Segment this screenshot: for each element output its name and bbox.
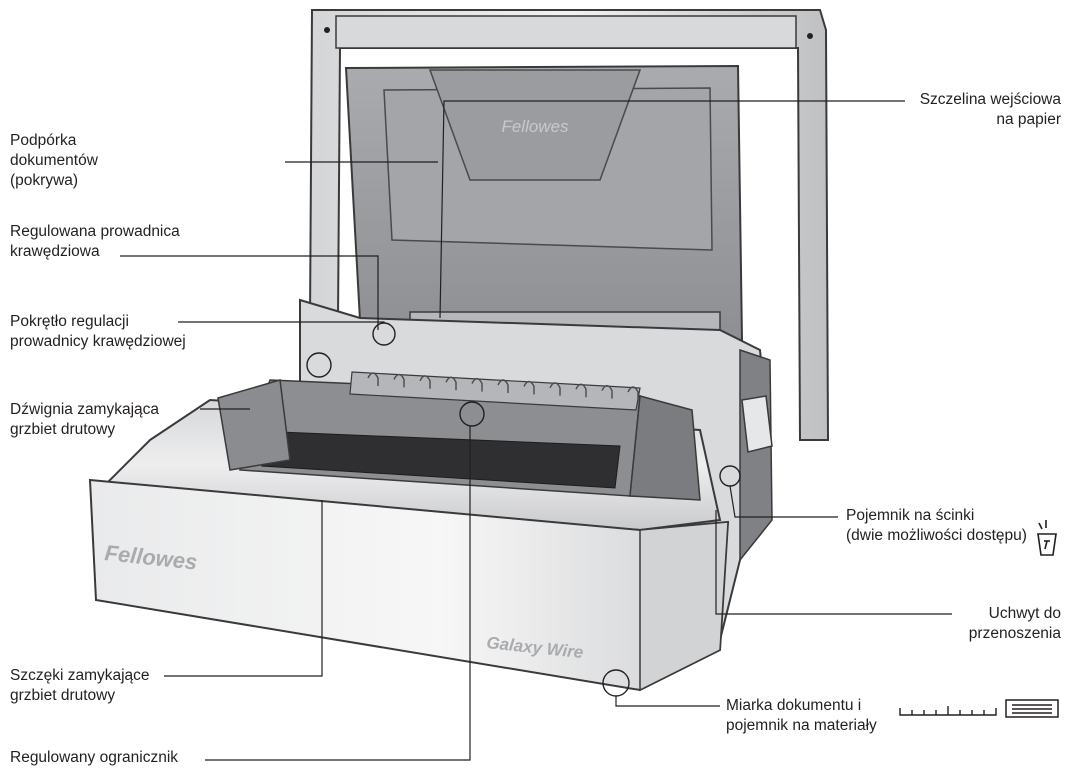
punch-loop (497, 379, 509, 393)
punch-loop (627, 386, 639, 400)
punch-loop (575, 383, 587, 398)
punch-loop (393, 373, 405, 388)
lid-logo: Fellowes (501, 117, 569, 136)
leader-edge-guide-knob (178, 321, 385, 323)
leader-lines (120, 100, 952, 761)
label-edge-guide: Regulowana prowadnica krawędziowa (10, 223, 180, 260)
ruler-icon (899, 706, 997, 716)
leader-paper-entry-slot (439, 100, 905, 319)
label-adjustable-stop: Regulowany ogranicznik (10, 749, 179, 766)
label-paper-entry-slot: Szczelina wejściowa na papier (919, 91, 1061, 128)
label-waste-bin: Pojemnik na ścinki (dwie możliwości dost… (846, 507, 1027, 544)
label-document-gauge: Miarka dokumentu i pojemnik na materiały (726, 697, 877, 734)
carry-handle-frame (308, 9, 830, 441)
label-wire-closer-jaws: Szczęki zamykające grzbiet drutowy (10, 667, 150, 704)
label-carry-handle: Uchwyt do przenoszenia (968, 605, 1061, 642)
adjustable-stop-marker (459, 401, 485, 427)
label-edge-guide-knob: Pokrętło regulacji prowadnicy krawędziow… (10, 313, 186, 350)
leader-waste-bin (729, 485, 838, 518)
machine-body: Fellowes Galaxy Wire (88, 298, 773, 692)
leader-carry-handle (715, 510, 952, 615)
leader-adjustable-stop (205, 426, 471, 761)
waste-bin-icon (1037, 520, 1057, 556)
label-document-support: Podpórka dokumentów (pokrywa) (10, 132, 98, 189)
document-support-lid: Fellowes (344, 64, 744, 342)
leader-edge-guide (120, 255, 379, 330)
punch-loop (419, 375, 431, 389)
label-wire-closer-lever: Dźwignia zamykająca grzbiet drutowy (10, 401, 160, 438)
punch-loop (471, 377, 483, 392)
punch-loop (549, 382, 561, 396)
wire-closer-lever-marker (306, 352, 332, 378)
punch-loop (601, 384, 613, 399)
supplies-tray-icon (1005, 699, 1059, 718)
punch-loop (445, 376, 457, 391)
leader-wire-closer-jaws (164, 500, 323, 677)
punch-row (367, 372, 639, 400)
punch-loop (367, 372, 379, 386)
leader-document-gauge (615, 696, 720, 707)
punch-loop (523, 380, 535, 395)
